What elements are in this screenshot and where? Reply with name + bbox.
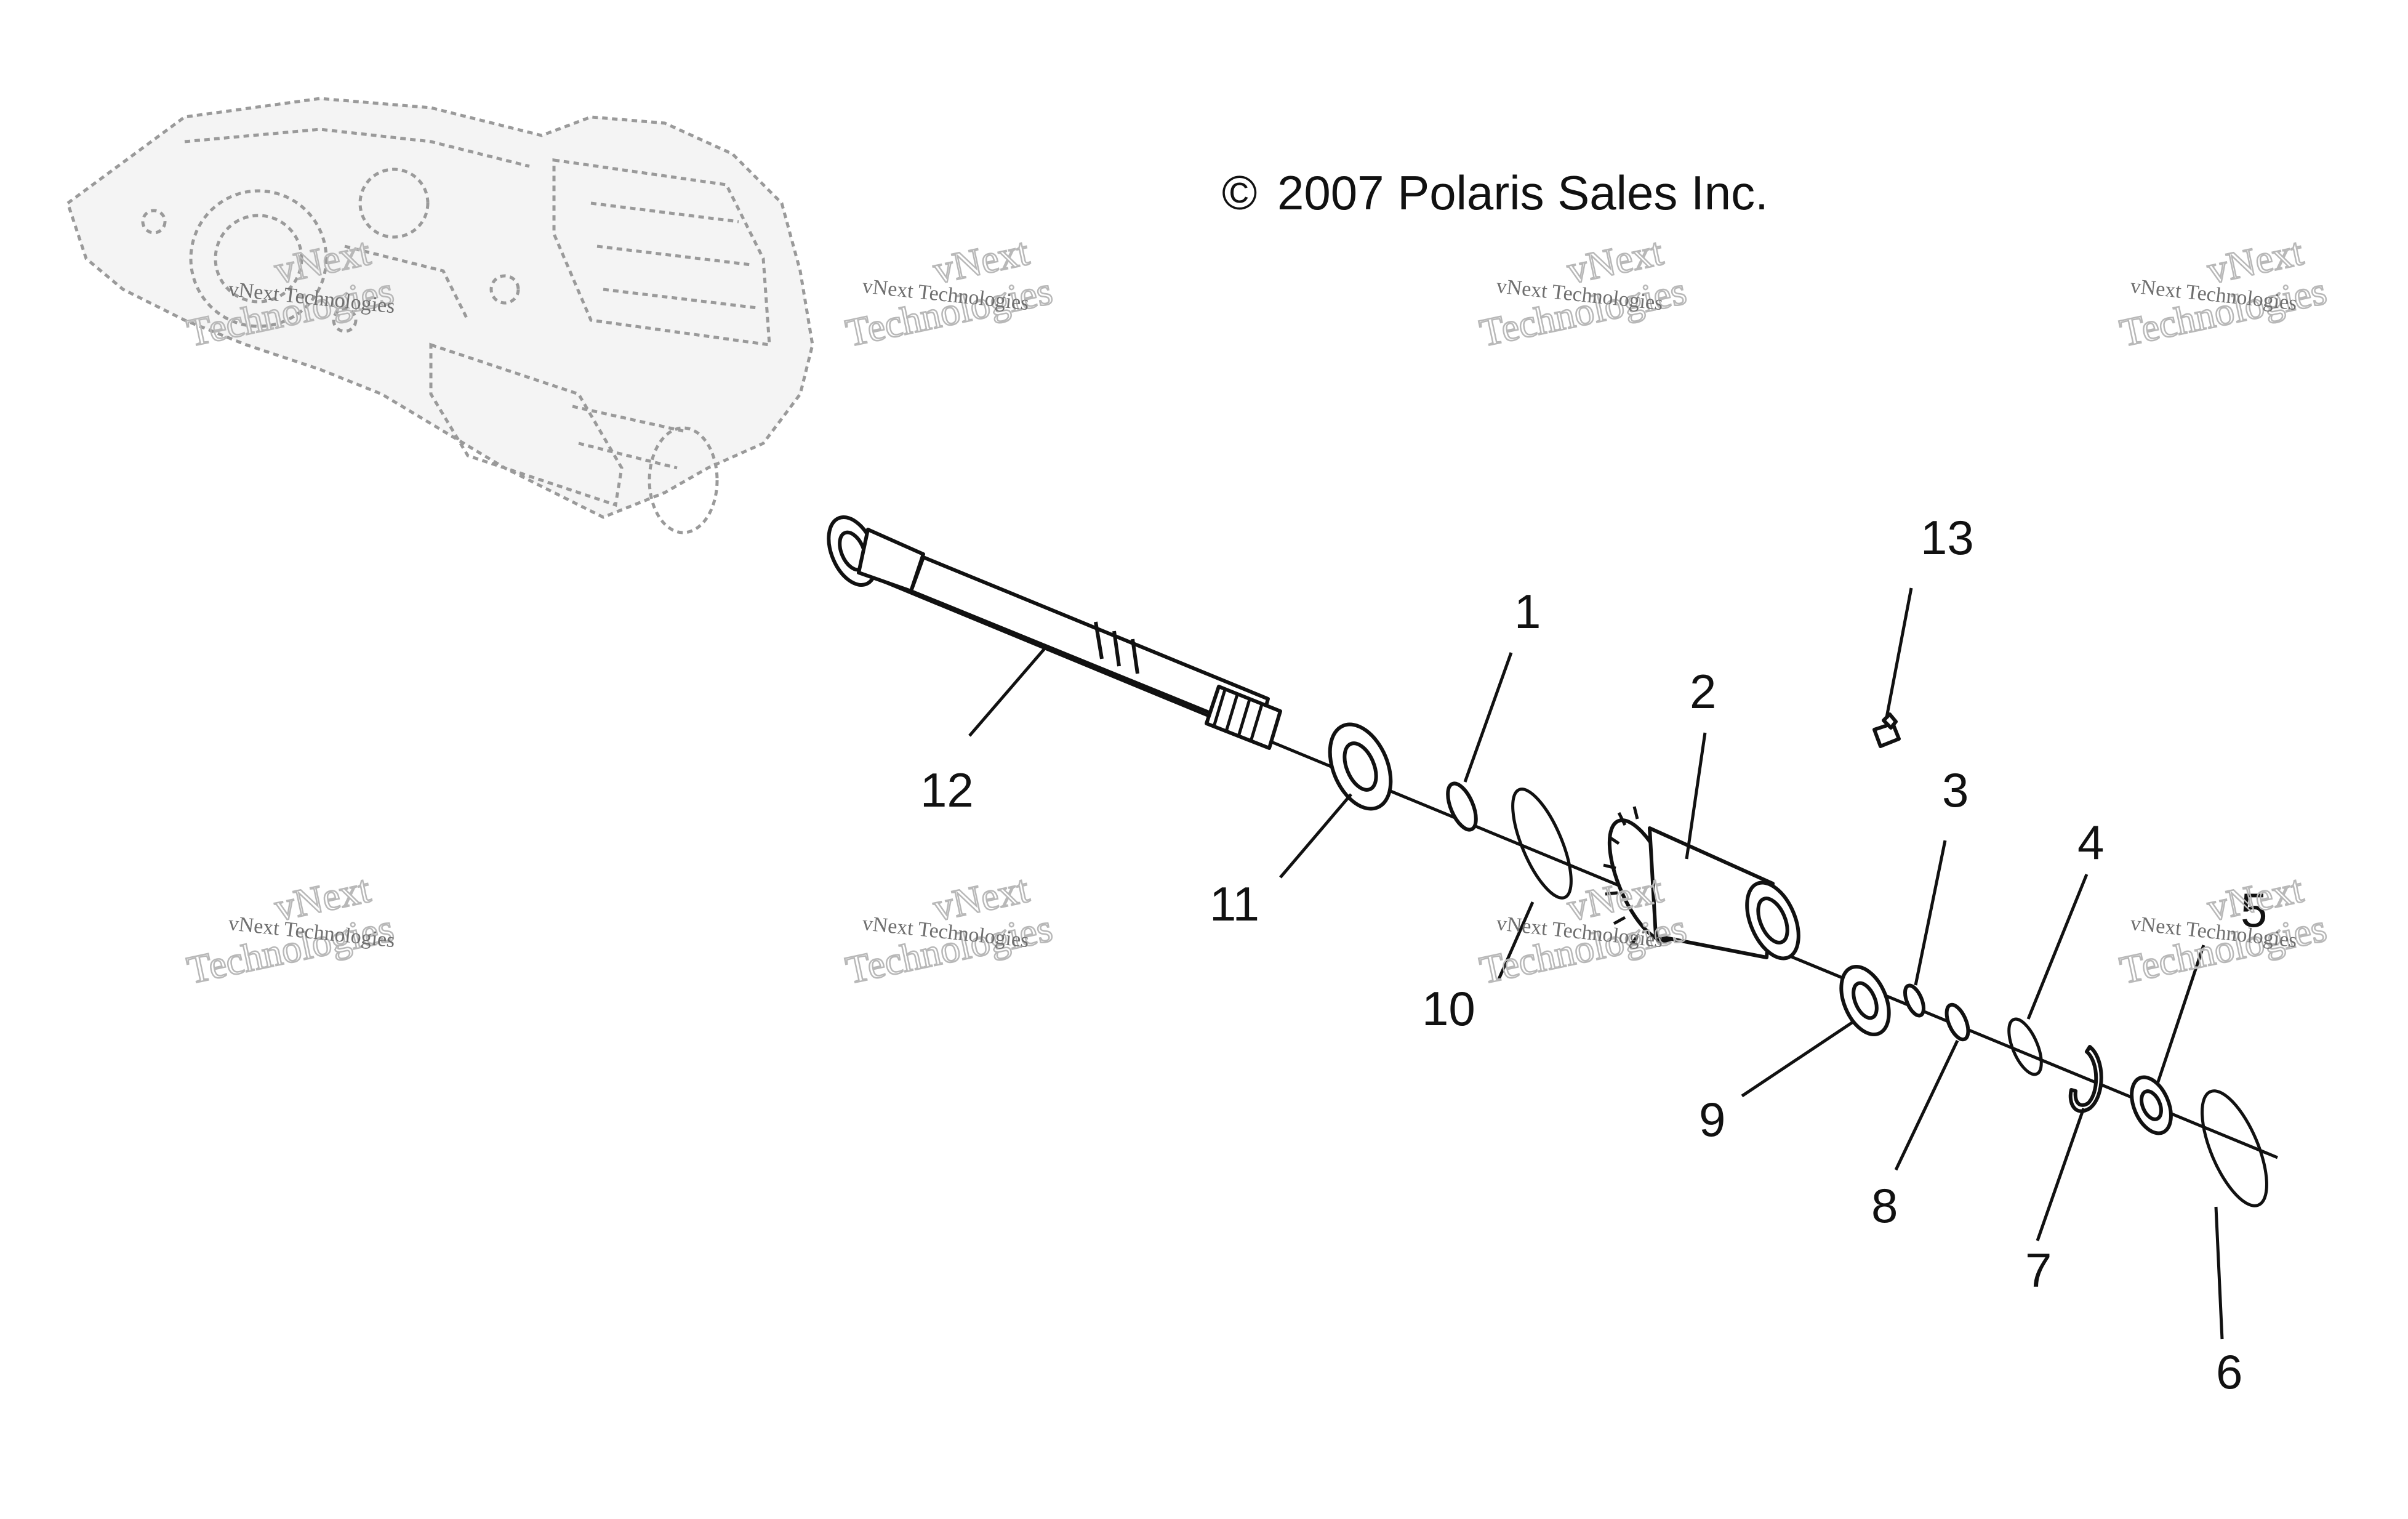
bearing-part-11 [1328,722,1393,811]
callout-10: 10 [1422,981,1475,1036]
o-ring-part-10 [1511,788,1573,900]
snap-ring-part-7 [2068,1045,2103,1113]
copyright-notice: © 2007 Polaris Sales Inc. [1222,166,1768,220]
copyright-symbol: © [1222,166,1257,220]
seal-part-5 [2130,1075,2173,1135]
callout-8: 8 [1871,1179,1898,1233]
washer-part-8 [1944,1002,1970,1042]
callout-6: 6 [2216,1345,2242,1399]
fitting-part-13 [1872,712,1901,748]
bearing-part-9 [1839,964,1891,1037]
gear-coupler-part-2 [1603,806,1800,961]
callout-3: 3 [1942,763,1969,817]
o-ring-part-4 [2007,1017,2043,1076]
callout-5: 5 [2241,883,2267,937]
callout-2: 2 [1690,664,1716,719]
callout-7: 7 [2025,1243,2052,1297]
callout-labels: 1 2 3 4 5 6 7 8 9 10 11 12 13 [920,510,2267,1399]
leader-lines [968,587,2224,1340]
callout-9: 9 [1699,1092,1725,1146]
o-ring-part-6 [2201,1089,2268,1207]
transmission-housing-ghost [66,97,814,534]
copyright-text: 2007 Polaris Sales Inc. [1277,166,1768,220]
shaft-part [827,515,1282,750]
callout-11: 11 [1210,877,1259,931]
callout-1: 1 [1514,584,1541,639]
callout-4: 4 [2077,815,2104,869]
ring-part-3 [1903,983,1926,1018]
callout-13: 13 [1920,510,1974,565]
snap-ring-part-1 [1446,781,1478,832]
callout-12: 12 [920,763,974,817]
